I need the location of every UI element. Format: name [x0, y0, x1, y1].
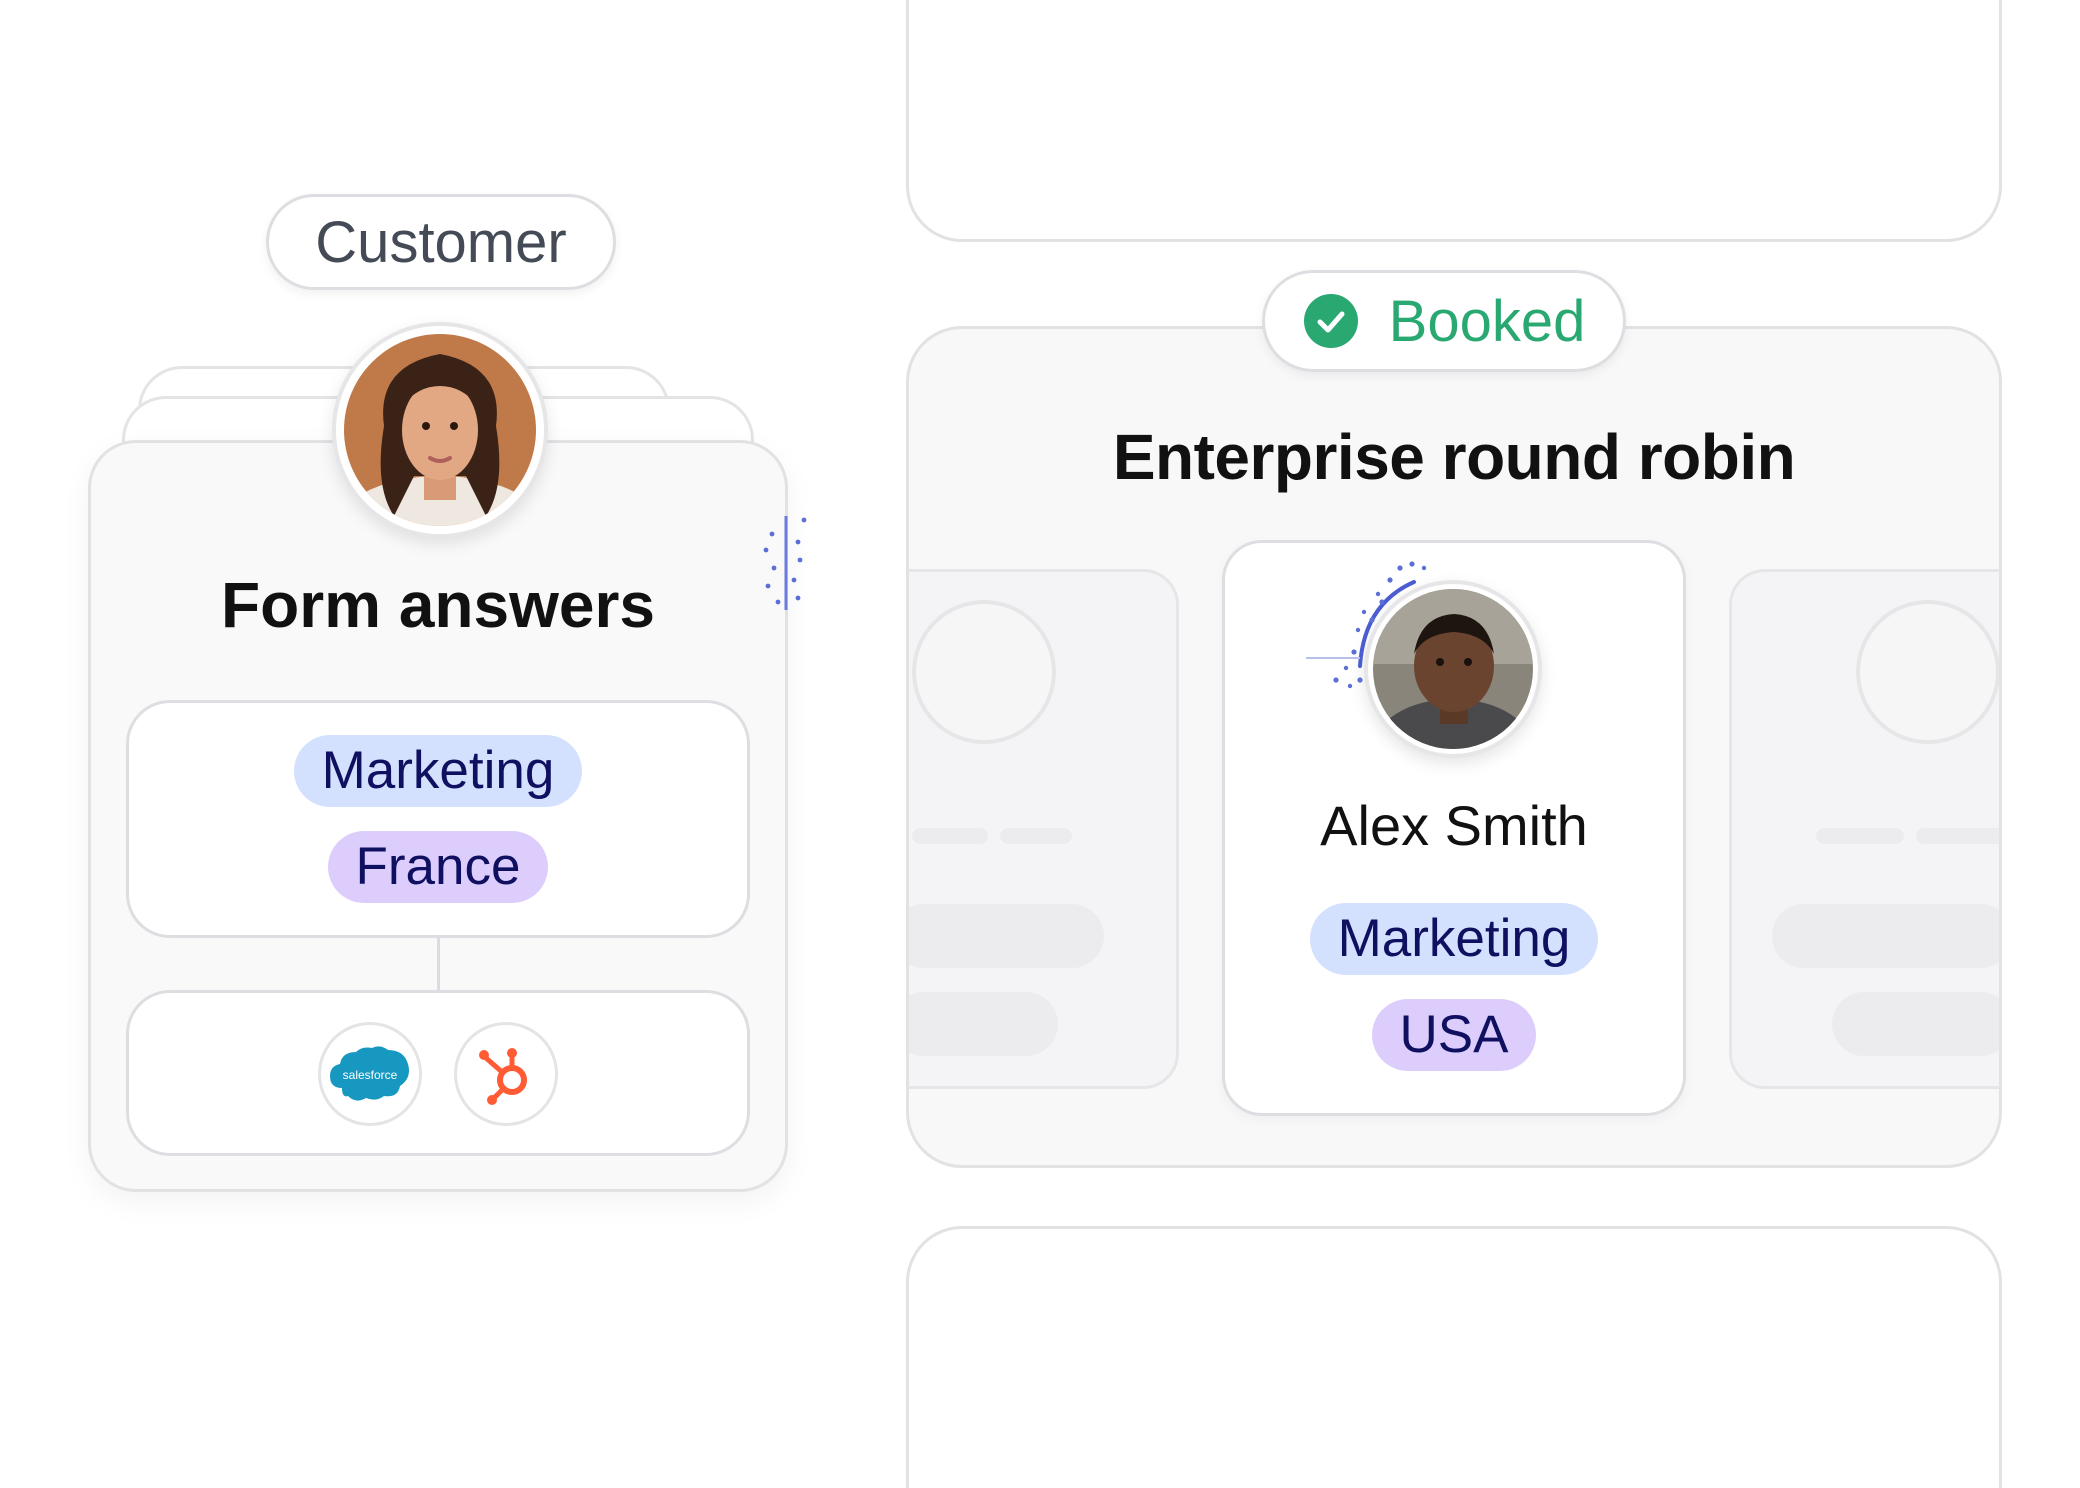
ghost-pill [909, 992, 1058, 1056]
hubspot-icon[interactable] [454, 1022, 558, 1126]
avatar-connector [578, 438, 807, 610]
top-placeholder-card [906, 0, 2002, 242]
routing-connector-line [800, 656, 1360, 660]
round-robin-card [906, 326, 2002, 1168]
ghost-avatar [1856, 600, 1999, 744]
bottom-placeholder-card [906, 1226, 2002, 1488]
salesforce-icon[interactable]: salesforce [318, 1022, 422, 1126]
assignment-sparkle [1333, 561, 1427, 689]
ghost-line [1000, 828, 1072, 844]
customer-avatar [332, 322, 548, 538]
tag-region: France [327, 831, 549, 903]
ghost-pill [1772, 904, 1999, 968]
ghost-line [912, 828, 988, 844]
ghost-member-card-right [1729, 569, 1999, 1089]
tag-region: USA [1371, 999, 1537, 1071]
ghost-avatar [912, 600, 1056, 744]
tag-department: Marketing [293, 735, 583, 807]
customer-label-text: Customer [315, 209, 567, 275]
assignee-avatar [1364, 580, 1542, 758]
form-answers-title: Form answers [221, 569, 655, 641]
form-tags-box: Marketing France [126, 700, 750, 938]
check-circle-icon [1303, 293, 1359, 349]
round-robin-title: Enterprise round robin [1112, 421, 1796, 493]
assignee-name: Alex Smith [1320, 794, 1588, 857]
box-connector [437, 938, 440, 992]
booked-status-label: Booked [1388, 288, 1586, 354]
ghost-pill [909, 904, 1104, 968]
integrations-box [126, 990, 750, 1156]
ghost-pill [1832, 992, 1999, 1056]
assignee-tags: Marketing USA [1225, 903, 1683, 1071]
ghost-line [1916, 828, 1999, 844]
customer-label: Customer [266, 194, 616, 290]
ghost-member-card-left [909, 569, 1179, 1089]
booked-status-badge: Booked [1262, 270, 1626, 372]
ghost-line [1816, 828, 1904, 844]
tag-department: Marketing [1309, 903, 1599, 975]
salesforce-text: salesforce [343, 1068, 398, 1082]
